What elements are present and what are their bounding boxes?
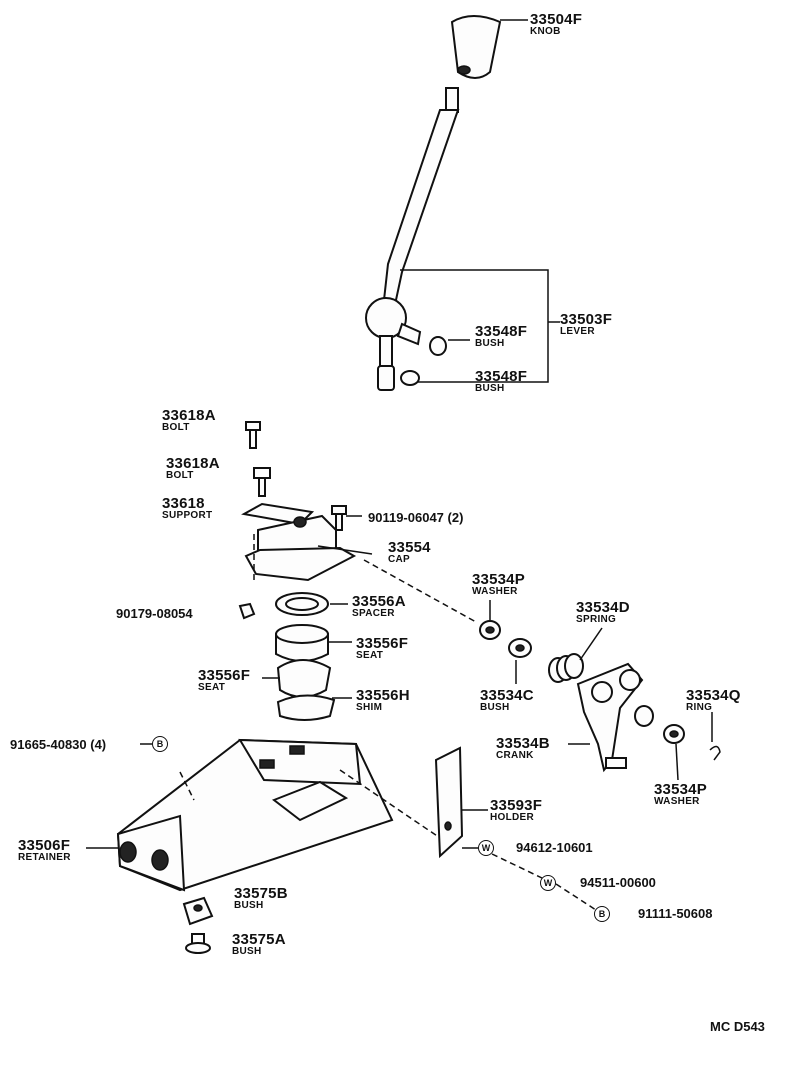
part-label-nut-90179: 90179-08054 (116, 606, 193, 621)
part-label-bolt-90119: 90119-06047 (2) (368, 510, 464, 525)
part-label-ring: 33534Q RING (686, 687, 741, 713)
shim-drawing (276, 694, 336, 721)
part-label-seat-right: 33556F SEAT (356, 635, 409, 661)
part-label-shim: 33556H SHIM (356, 687, 410, 713)
part-label-washer-94511: 94511-00600 (580, 875, 656, 890)
bush-extra-drawing (634, 705, 654, 727)
part-label-lever: 33503F LEVER (560, 311, 613, 337)
seat-left-drawing (276, 659, 332, 698)
bush-upper-drawing (429, 336, 447, 356)
bolt-symbol-icon: B (152, 736, 168, 752)
part-label-bush-lower: 33548F BUSH (475, 368, 528, 394)
part-label-bush-33575a: 33575A BUSH (232, 931, 286, 957)
holder-drawing (434, 746, 464, 859)
support-cap-drawing (241, 502, 357, 582)
knob-drawing (450, 15, 502, 79)
part-label-bolt-top: 33618A BOLT (162, 407, 216, 433)
part-label-bush-33575b: 33575B BUSH (234, 885, 288, 911)
part-label-knob: 33504F KNOB (530, 11, 583, 37)
spring-drawing (548, 653, 584, 683)
bolt-90119-drawing (331, 505, 347, 531)
bolt-top-drawing (245, 421, 261, 449)
washer-symbol-icon: W (478, 840, 494, 856)
part-label-bush-upper: 33548F BUSH (475, 323, 528, 349)
part-label-spacer: 33556A SPACER (352, 593, 406, 619)
bolt-symbol-icon: B (594, 906, 610, 922)
part-label-retainer: 33506F RETAINER (18, 837, 71, 863)
bush-33575b-drawing (182, 896, 214, 926)
part-label-washer-top: 33534P WASHER (472, 571, 525, 597)
spacer-drawing (275, 592, 329, 616)
ring-drawing (709, 745, 721, 761)
crank-drawing (576, 662, 644, 773)
diagram-code: MC D543 (710, 1019, 765, 1034)
seat-right-drawing (275, 624, 329, 662)
lever-drawing (365, 87, 460, 391)
part-label-crank: 33534B CRANK (496, 735, 550, 761)
washer-bottom-drawing (663, 724, 685, 744)
washer-top-drawing (479, 620, 501, 640)
retainer-drawing (116, 738, 394, 892)
part-label-spring: 33534D SPRING (576, 599, 630, 625)
part-label-bolt-91111: 91111-50608 (638, 906, 713, 921)
part-label-seat-left: 33556F SEAT (198, 667, 251, 693)
bush-33575a-drawing (185, 933, 211, 954)
bush-crank-drawing (508, 638, 532, 658)
part-label-holder: 33593F HOLDER (490, 797, 543, 823)
part-label-bush-crank: 33534C BUSH (480, 687, 534, 713)
part-label-bolt-91665: 91665-40830 (4) (10, 737, 107, 752)
part-label-washer-94612: 94612-10601 (516, 840, 593, 855)
part-label-support: 33618 SUPPORT (162, 495, 213, 521)
part-label-cap: 33554 CAP (388, 539, 431, 565)
part-label-bolt-second: 33618A BOLT (166, 455, 220, 481)
washer-symbol-icon: W (540, 875, 556, 891)
nut-90179-drawing (238, 602, 256, 620)
bush-lower-drawing (400, 370, 420, 386)
part-label-washer-bottom: 33534P WASHER (654, 781, 707, 807)
bolt-second-drawing (253, 467, 271, 497)
